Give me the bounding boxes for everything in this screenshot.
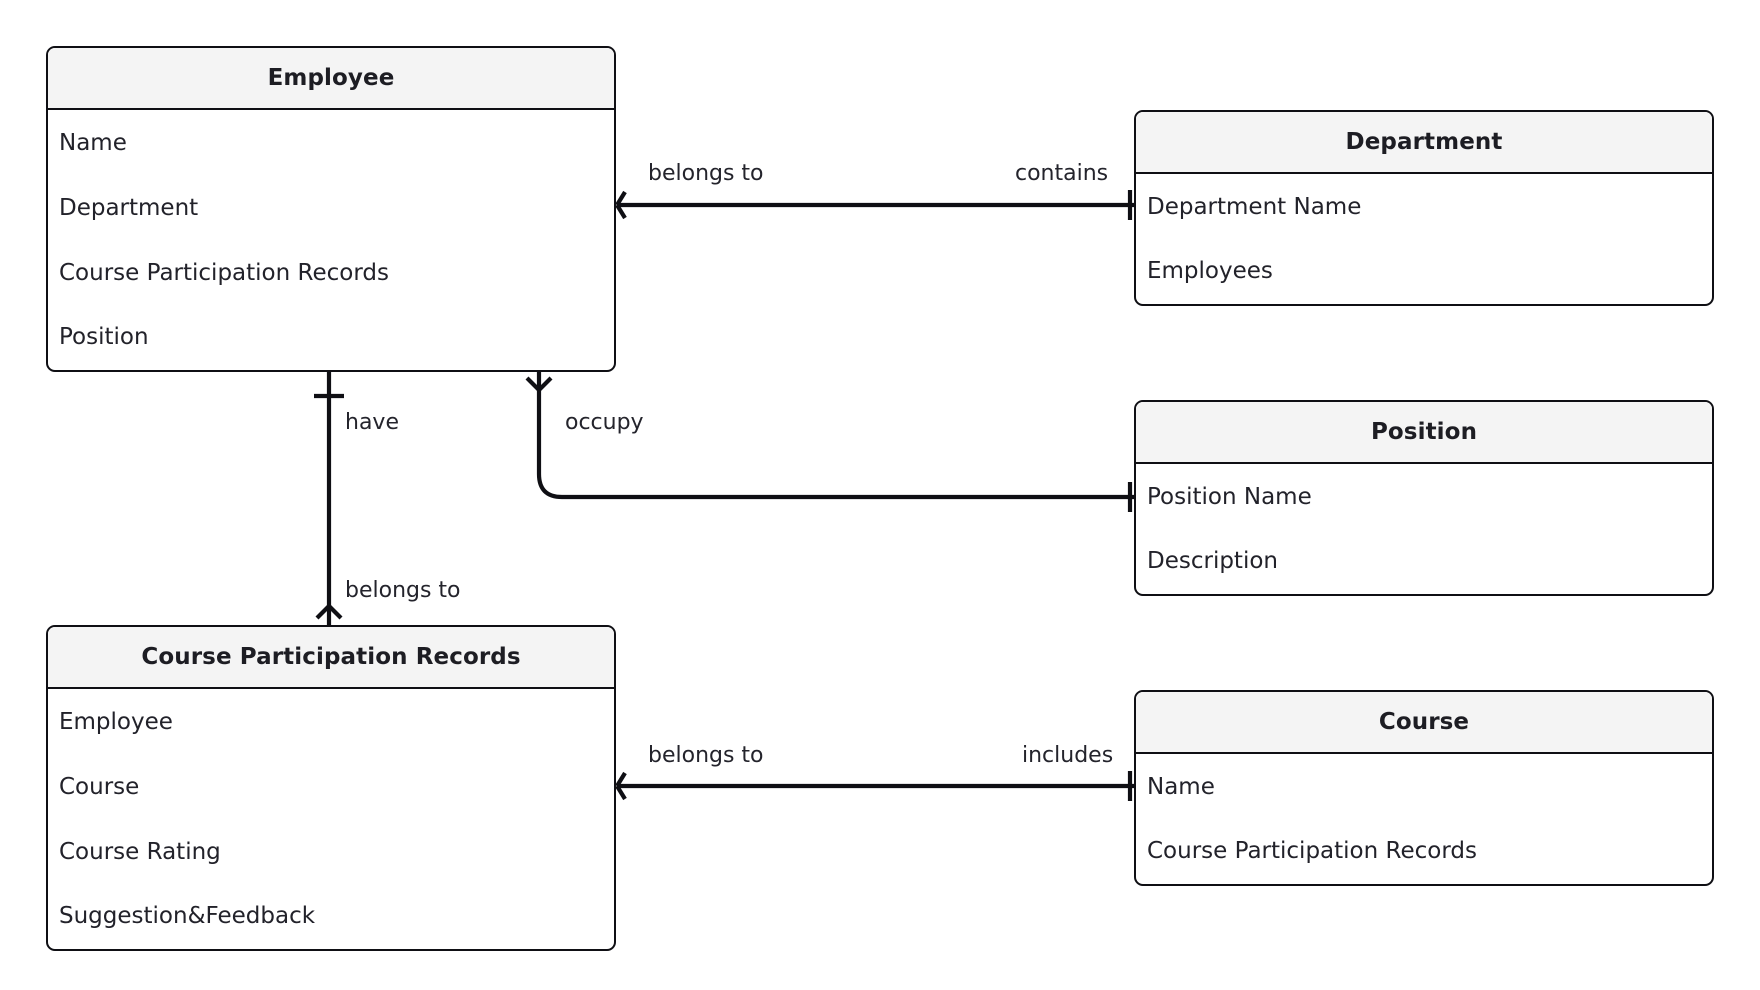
crowsfoot-many-cpr <box>315 604 343 620</box>
relationship-label-occupy: occupy <box>565 410 644 435</box>
attribute-row: Name <box>59 129 127 156</box>
entity-department-title: Department <box>1136 112 1712 174</box>
entity-employee[interactable]: Employee Name Department Course Particip… <box>46 46 616 372</box>
relationship-label-belongs-to-department: belongs to <box>648 161 764 186</box>
entity-course-participation-records-title: Course Participation Records <box>48 627 614 689</box>
entity-position[interactable]: Position Position Name Description <box>1134 400 1714 596</box>
attribute-row: Employees <box>1147 258 1273 284</box>
crowsfoot-many-employee-position <box>525 376 553 392</box>
entity-position-title: Position <box>1136 402 1712 464</box>
attribute-row: Employee <box>59 708 173 735</box>
crowsfoot-many-cpr-course <box>615 771 627 801</box>
entity-department[interactable]: Department Department Name Employees <box>1134 110 1714 306</box>
entity-course[interactable]: Course Name Course Participation Records <box>1134 690 1714 886</box>
relationship-label-belongs-to-employee: belongs to <box>345 578 461 603</box>
entity-course-title: Course <box>1136 692 1712 754</box>
entity-course-participation-records-attributes: Employee Course Course Rating Suggestion… <box>48 689 614 948</box>
attribute-row: Course <box>59 773 140 800</box>
crowsfoot-many-employee-department <box>615 190 627 220</box>
relationship-label-belongs-to-course: belongs to <box>648 743 764 768</box>
attribute-row: Department <box>59 194 199 221</box>
relationship-label-includes: includes <box>1022 743 1114 768</box>
attribute-row: Position Name <box>1147 483 1312 510</box>
attribute-row: Department Name <box>1147 193 1362 220</box>
entity-employee-title: Employee <box>48 48 614 110</box>
attribute-row: Position <box>59 324 149 350</box>
entity-employee-attributes: Name Department Course Participation Rec… <box>48 110 614 369</box>
attribute-row: Name <box>1147 773 1215 800</box>
attribute-row: Course Participation Records <box>59 259 389 286</box>
entity-department-attributes: Department Name Employees <box>1136 174 1712 303</box>
attribute-row: Course Participation Records <box>1147 838 1477 864</box>
entity-position-attributes: Position Name Description <box>1136 464 1712 593</box>
attribute-row: Description <box>1147 548 1278 574</box>
attribute-row: Course Rating <box>59 838 221 865</box>
entity-course-participation-records[interactable]: Course Participation Records Employee Co… <box>46 625 616 951</box>
relationship-label-contains: contains <box>1015 161 1109 186</box>
entity-course-attributes: Name Course Participation Records <box>1136 754 1712 883</box>
relationship-label-have: have <box>345 410 399 435</box>
attribute-row: Suggestion&Feedback <box>59 903 316 929</box>
